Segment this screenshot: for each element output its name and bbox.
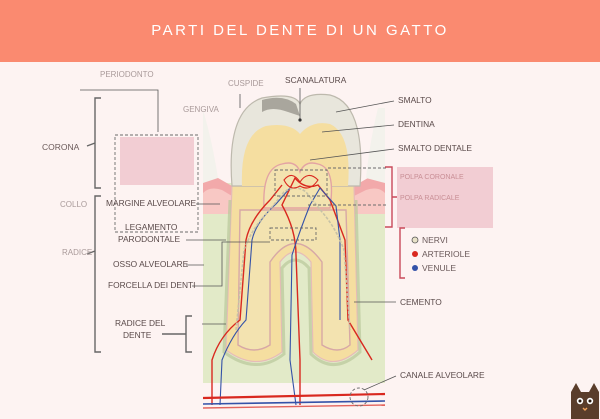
neighbor-tooth-left (203, 110, 218, 183)
radice-dente-bracket (162, 315, 192, 353)
vessels-bracket (399, 227, 405, 279)
label-polpa-coronale: POLPA CORONALE (400, 174, 464, 181)
label-collo: COLLO (60, 200, 87, 209)
label-canale-alveolare: CANALE ALVEOLARE (400, 370, 485, 380)
cat-face-icon (571, 383, 599, 419)
periodonto-dashed-box (114, 134, 199, 233)
alveolar-canal-dashed-circle (349, 387, 369, 407)
leader-dentina (321, 124, 395, 133)
alveolar-canal-vein (202, 400, 386, 405)
label-periodonto: PERIODONTO (100, 70, 154, 79)
label-legamento-1: LEGAMENTO (125, 222, 178, 232)
leader-smalto-dentale (309, 148, 395, 161)
gum-left-light (203, 188, 232, 214)
label-forcella: FORCELLA DEI DENTI (108, 280, 196, 290)
alveolar-canal-artery (202, 392, 386, 400)
page-title: PARTI DEL DENTE DI UN GATTO (151, 22, 449, 39)
neighbor-tooth-right (366, 108, 385, 183)
crown-vessel-knot (283, 174, 319, 189)
periodonto-highlight (120, 137, 194, 185)
gum-right-light (354, 188, 385, 214)
label-gengiva: GENGIVA (183, 105, 220, 114)
legend-dot (298, 118, 302, 122)
label-nervi: NERVI (422, 235, 448, 245)
crown-pulp-dashed-box (274, 169, 328, 197)
pulp-dashed-line (308, 167, 388, 206)
label-radice: RADICE (62, 248, 92, 257)
label-radice-dente-2: DENTE (123, 330, 152, 340)
label-smalto: SMALTO (398, 95, 432, 105)
label-corona: CORONA (42, 142, 80, 152)
label-venule: VENULE (422, 263, 456, 273)
label-arteriole: ARTERIOLE (422, 249, 470, 259)
corona-bracket (86, 97, 101, 189)
label-osso-alveolare: OSSO ALVEOLARE (113, 259, 189, 269)
alveolar-canal-artery-2 (202, 404, 386, 409)
artery-dot (412, 251, 418, 257)
leader-smalto (335, 100, 395, 113)
label-legamento-2: PARODONTALE (118, 234, 180, 244)
label-cemento: CEMENTO (400, 297, 442, 307)
radice-bracket (86, 195, 101, 353)
vein-dot (412, 265, 418, 271)
label-cuspide: CUSPIDE (228, 79, 264, 88)
cementum (222, 199, 362, 366)
leader-canale (363, 375, 397, 391)
label-scanalatura: SCANALATURA (285, 75, 347, 85)
nerve-dot (411, 236, 419, 244)
pulp-highlight (397, 167, 493, 228)
leader-periodonto (80, 89, 159, 132)
label-smalto-dentale: SMALTO DENTALE (398, 143, 472, 153)
artery-network (211, 176, 373, 405)
label-radice-dente-1: RADICE DEL (115, 318, 166, 328)
furcation-dashed-box (269, 227, 317, 241)
label-polpa-radicale: POLPA RADICALE (400, 195, 460, 202)
pulp-bracket (385, 166, 397, 228)
pulp-root-left (237, 209, 351, 351)
enamel-highlight (262, 97, 300, 116)
leader-forcella (192, 241, 270, 287)
title-banner (0, 0, 600, 62)
label-dentina: DENTINA (398, 119, 435, 129)
vein-network (219, 187, 341, 406)
label-margine-alveolare: MARGINE ALVEOLARE (106, 198, 197, 208)
